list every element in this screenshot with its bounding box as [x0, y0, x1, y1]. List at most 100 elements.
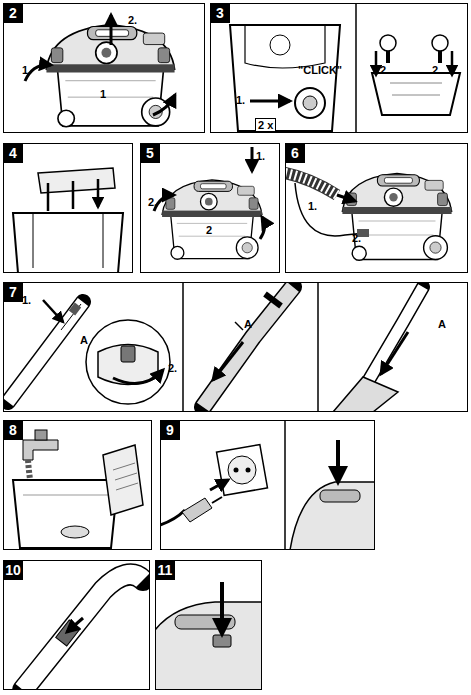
callout-number: 2. [148, 196, 157, 208]
wheel-mount-art-part [432, 35, 448, 51]
step-number: 6 [285, 143, 305, 163]
step-number: 8 [3, 420, 23, 440]
wheel-mount-art-part [380, 35, 396, 51]
switch-off-art-part [175, 615, 235, 629]
tube-assembly-art-part [69, 303, 81, 316]
plug-in-art-part [210, 480, 228, 490]
fill-water-art-part [113, 463, 138, 490]
step-number: 10 [3, 560, 23, 580]
callout-number: 2. [432, 64, 441, 76]
step-panel: 10 [3, 560, 150, 690]
tube-assembly-art-part [182, 282, 184, 412]
plug-in-art [160, 420, 375, 550]
hose-connect-art [285, 173, 452, 260]
fill-water-art-part [103, 445, 143, 515]
plug-in-art-part [246, 468, 251, 473]
step-number: 3 [210, 3, 230, 23]
step-number: 7 [3, 282, 23, 302]
wheel-mount-art-part [270, 35, 290, 55]
trigger-art [23, 574, 143, 690]
hose-connect-art-part [295, 183, 365, 236]
step-number: 5 [140, 143, 160, 163]
wheel-mount-art [230, 3, 460, 133]
callout-number: 2 [206, 224, 212, 236]
tube-assembly-art-part [203, 287, 293, 407]
wheel-mount-art-part [372, 73, 460, 115]
callout-number: 2. [128, 14, 137, 26]
trigger-art-part [23, 574, 143, 690]
wheel-mount-art-part [250, 100, 290, 103]
switch-off-art-part [213, 635, 231, 647]
plug-in-art-part [182, 498, 212, 522]
callout-number: 2 x [255, 118, 276, 132]
tube-assembly-art-part [333, 377, 398, 412]
close-head-art [154, 147, 265, 259]
callout-number: 2. [352, 232, 361, 244]
hose-connect-art-part [285, 173, 337, 195]
plug-in-art-part [228, 456, 256, 484]
callout-number: 1. [308, 200, 317, 212]
step-panel: 5 [140, 143, 280, 273]
switch-off-art-part [220, 582, 224, 634]
hose-connect-art-part [337, 195, 355, 201]
filter-insert-art-part [13, 213, 123, 273]
filter-insert-art-part [48, 179, 98, 211]
filter-insert-art-part [38, 168, 115, 193]
callout-number: 1. [236, 94, 245, 106]
fill-water-art-part [13, 480, 118, 548]
callout-number: A [80, 334, 88, 346]
fill-water-art-part [23, 495, 108, 496]
filter-insert-art [13, 168, 123, 273]
unlock-head-art [25, 15, 175, 127]
close-head-art-part [162, 180, 262, 259]
callout-number: 1. [22, 294, 31, 306]
step-number: 2 [3, 3, 23, 23]
callout-number: A [244, 318, 252, 330]
switch-off-art [155, 582, 262, 690]
tube-assembly-art-part [86, 320, 170, 404]
callout-number: "CLICK" [298, 64, 342, 76]
tube-assembly-art-part [203, 287, 293, 407]
plug-in-art-part [320, 490, 360, 502]
trigger-art-part [23, 574, 143, 690]
step-number: 4 [3, 143, 23, 163]
step-panel: 11 [155, 560, 262, 690]
tube-assembly-art-part [113, 370, 163, 383]
switch-off-art-part [155, 602, 262, 690]
hose-connect-art-part [342, 173, 451, 260]
wheel-mount-art-part [451, 51, 454, 75]
close-head-art-part [251, 147, 254, 171]
tube-assembly-art-part [121, 346, 135, 362]
fill-water-art-part [35, 430, 47, 440]
wheel-mount-art-part [230, 25, 340, 131]
plug-in-art-part [290, 482, 375, 550]
fill-water-art-part [23, 440, 58, 460]
wheel-mount-art-part [303, 96, 317, 110]
plug-in-art-part [336, 440, 340, 482]
wheel-mount-art-part [438, 51, 442, 63]
tube-assembly-art-part [43, 300, 63, 322]
plug-in-art-part [284, 420, 286, 550]
wheel-mount-art-part [386, 51, 390, 63]
fill-water-art-part [61, 526, 89, 538]
plug-in-art-part [212, 497, 222, 503]
tube-assembly-art-part [235, 322, 243, 330]
callout-number: 1. [256, 150, 265, 162]
plug-in-art-part [160, 510, 185, 525]
tube-assembly-art-part [265, 294, 281, 306]
tube-assembly-art [8, 282, 423, 412]
callout-number: 1 [100, 88, 106, 100]
wheel-mount-art-part [295, 88, 325, 118]
trigger-art-part [67, 618, 83, 632]
fill-water-art [13, 430, 143, 548]
step-panel: 4 [3, 143, 133, 273]
tube-assembly-art-part [213, 342, 243, 380]
wheel-mount-art-part [375, 51, 378, 75]
plug-in-art-part [234, 468, 239, 473]
tube-assembly-art-part [317, 282, 319, 412]
step-number: 11 [155, 560, 175, 580]
callout-number: A [438, 318, 446, 330]
unlock-head-art-part [110, 15, 113, 45]
